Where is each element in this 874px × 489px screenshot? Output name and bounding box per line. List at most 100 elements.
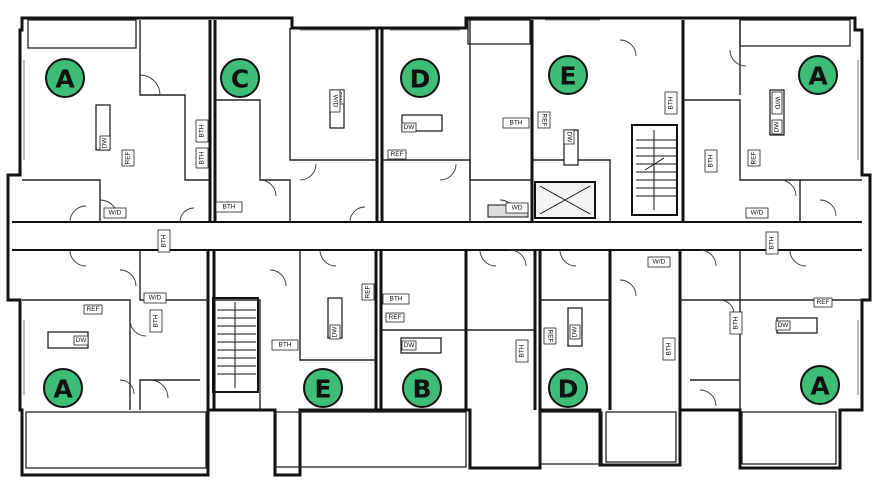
svg-text:DW: DW bbox=[76, 337, 88, 344]
svg-text:D: D bbox=[410, 65, 431, 94]
unit-badge-u6: A bbox=[43, 368, 83, 408]
svg-text:REF: REF bbox=[817, 299, 830, 306]
svg-text:DW: DW bbox=[404, 124, 416, 131]
washer-dryer-tag: W/D bbox=[143, 292, 167, 304]
bath-tag: BTH bbox=[382, 293, 410, 305]
svg-text:BTH: BTH bbox=[390, 296, 403, 303]
washer-dryer-tag: W/D bbox=[745, 207, 769, 219]
svg-text:BTH: BTH bbox=[153, 314, 160, 327]
svg-text:W/D: W/D bbox=[751, 210, 764, 217]
bath-tag: BTH bbox=[704, 149, 718, 173]
refrigerator-tag: REF bbox=[361, 283, 375, 301]
svg-text:BTH: BTH bbox=[510, 120, 523, 127]
svg-text:DW: DW bbox=[572, 326, 579, 338]
svg-text:BTH: BTH bbox=[708, 154, 715, 167]
dishwasher-tag: DW bbox=[401, 340, 417, 351]
svg-text:W/D: W/D bbox=[332, 95, 339, 108]
svg-text:BTH: BTH bbox=[519, 344, 526, 357]
bath-tag: BTH bbox=[662, 337, 676, 361]
svg-text:W/D: W/D bbox=[774, 97, 781, 110]
bath-tag: BTH bbox=[149, 309, 163, 333]
svg-text:REF: REF bbox=[541, 114, 548, 127]
fixture-tags: BTH BTH BTH BTH BTH BTH BTH BTH BTH BTH … bbox=[73, 89, 833, 363]
svg-text:DW: DW bbox=[774, 121, 781, 133]
dishwasher-tag: DW bbox=[99, 135, 111, 151]
door-swings bbox=[69, 39, 837, 407]
washer-dryer-tag: W/D bbox=[647, 256, 671, 268]
bath-tag: BTH bbox=[157, 229, 171, 253]
dishwasher-tag: DW bbox=[775, 320, 791, 331]
svg-text:A: A bbox=[55, 65, 75, 94]
svg-text:BTH: BTH bbox=[668, 96, 675, 109]
svg-text:DW: DW bbox=[778, 322, 790, 329]
svg-text:DW: DW bbox=[404, 342, 416, 349]
svg-text:DW: DW bbox=[332, 326, 339, 338]
svg-text:C: C bbox=[231, 65, 249, 94]
svg-text:BTH: BTH bbox=[279, 342, 292, 349]
bath-tag: BTH bbox=[729, 311, 743, 335]
bath-tag: BTH bbox=[664, 91, 678, 115]
unit-badge-u4: E bbox=[548, 55, 588, 95]
stair-north bbox=[631, 124, 678, 216]
bath-tag: BTH bbox=[195, 119, 209, 143]
bath-tag: BTH bbox=[215, 201, 243, 213]
demising-walls bbox=[206, 20, 685, 410]
svg-text:E: E bbox=[314, 375, 331, 404]
svg-text:REF: REF bbox=[751, 151, 758, 164]
unit-badge-u10: A bbox=[800, 365, 840, 405]
corridor bbox=[12, 221, 862, 251]
svg-text:BTH: BTH bbox=[733, 316, 740, 329]
unit-badge-u8: B bbox=[402, 368, 442, 408]
svg-text:BTH: BTH bbox=[223, 204, 236, 211]
svg-text:BTH: BTH bbox=[199, 124, 206, 137]
svg-text:REF: REF bbox=[389, 314, 402, 321]
svg-text:E: E bbox=[559, 62, 576, 91]
refrigerator-tag: REF bbox=[543, 327, 557, 345]
svg-text:BTH: BTH bbox=[161, 234, 168, 247]
svg-text:A: A bbox=[808, 62, 828, 91]
bath-tag: BTH bbox=[271, 339, 299, 351]
svg-text:REF: REF bbox=[547, 330, 554, 343]
unit-badge-u9: D bbox=[548, 368, 588, 408]
bath-tag: BTH bbox=[502, 117, 530, 129]
dishwasher-tag: DW bbox=[329, 324, 341, 340]
svg-text:REF: REF bbox=[391, 151, 404, 158]
refrigerator-tag: REF bbox=[83, 304, 103, 315]
svg-text:A: A bbox=[810, 372, 830, 401]
svg-text:A: A bbox=[53, 375, 73, 404]
elevator-shaft bbox=[487, 181, 596, 219]
bath-tag: BTH bbox=[765, 231, 779, 255]
unit-badge-u1: A bbox=[45, 58, 85, 98]
svg-text:REF: REF bbox=[125, 151, 132, 164]
exterior-walls bbox=[6, 16, 872, 477]
refrigerator-tag: REF bbox=[121, 149, 135, 167]
unit-badge-u7: E bbox=[303, 368, 343, 408]
washer-dryer-tag: W/D bbox=[103, 207, 127, 219]
window-openings bbox=[23, 19, 859, 395]
svg-text:B: B bbox=[412, 375, 431, 404]
svg-text:REF: REF bbox=[87, 306, 100, 313]
refrigerator-tag: REF bbox=[387, 149, 407, 160]
unit-badge-u3: D bbox=[400, 58, 440, 98]
refrigerator-tag: REF bbox=[537, 111, 551, 129]
dishwasher-tag: DW bbox=[73, 335, 89, 346]
washer-dryer-tag: W/D bbox=[771, 91, 783, 115]
svg-text:W/D: W/D bbox=[653, 259, 666, 266]
balconies bbox=[25, 19, 851, 469]
svg-text:BTH: BTH bbox=[666, 342, 673, 355]
refrigerator-tag: REF bbox=[385, 312, 405, 323]
svg-text:DW: DW bbox=[102, 137, 109, 149]
dishwasher-tag: DW bbox=[569, 324, 581, 340]
svg-text:DW: DW bbox=[566, 132, 573, 144]
bath-tag: BTH bbox=[515, 339, 529, 363]
dishwasher-tag: DW bbox=[401, 122, 417, 133]
svg-text:W/D: W/D bbox=[149, 295, 162, 302]
unit-badge-u5: A bbox=[798, 55, 838, 95]
stair-south bbox=[212, 297, 259, 393]
refrigerator-tag: REF bbox=[747, 149, 761, 167]
interior-partitions bbox=[22, 20, 862, 410]
svg-text:WD: WD bbox=[512, 205, 523, 212]
unit-badge-u2: C bbox=[220, 58, 260, 98]
svg-text:W/D: W/D bbox=[109, 210, 122, 217]
